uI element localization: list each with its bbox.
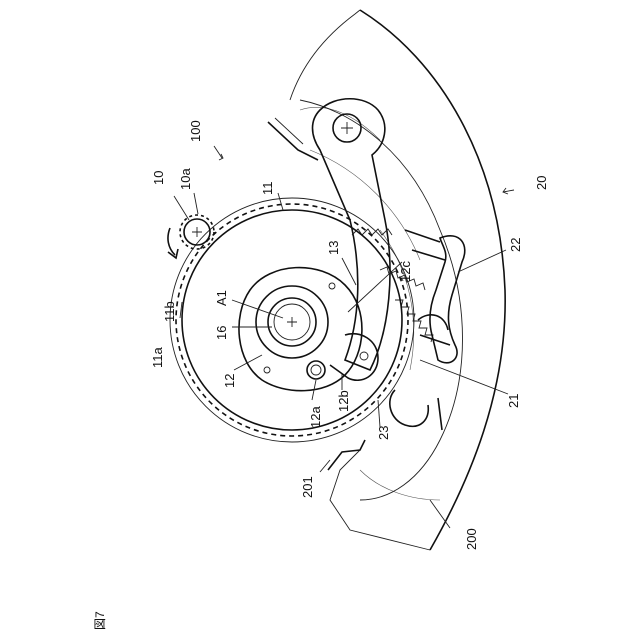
label-12a: 12a (308, 406, 323, 428)
label-13: 13 (326, 241, 341, 255)
finger-12b (330, 334, 378, 381)
label-20: 20 (534, 176, 549, 190)
label-10: 10 (151, 171, 166, 185)
rack-teeth (352, 229, 433, 342)
label-12c: 12c (398, 261, 413, 282)
label-200: 200 (464, 528, 479, 550)
label-201: 201 (300, 476, 315, 498)
notch-201 (328, 440, 365, 470)
spring-arm (268, 118, 318, 160)
label-100: 100 (188, 120, 203, 142)
label-23: 23 (376, 426, 391, 440)
figure-caption: 図7 (93, 611, 107, 630)
label-11: 11 (260, 182, 275, 196)
label-A1: A1 (214, 290, 229, 306)
label-11b: 11b (162, 301, 177, 322)
label-21: 21 (506, 394, 521, 408)
label-22: 22 (508, 238, 523, 252)
label-11a: 11a (150, 347, 165, 368)
label-12: 12 (222, 374, 237, 388)
label-10a: 10a (178, 168, 193, 190)
label-12b: 12b (336, 390, 351, 412)
label-16: 16 (214, 326, 229, 340)
hub-plate-12 (239, 268, 362, 391)
